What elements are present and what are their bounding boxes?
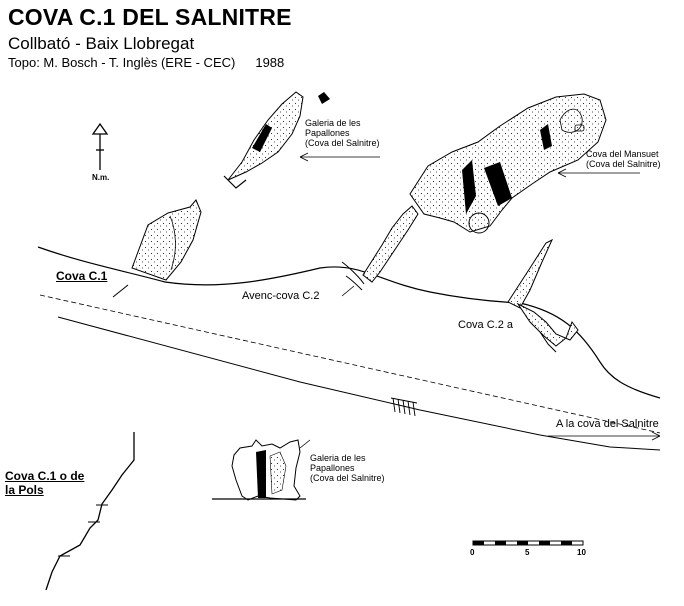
- label-line: Papallones: [305, 128, 350, 138]
- road-edge-upper: [39, 294, 661, 434]
- galeria-section-leader: [299, 439, 311, 449]
- map-title: COVA C.1 DEL SALNITRE: [8, 4, 292, 30]
- cova-mansuet-inner-block: [574, 124, 585, 132]
- label-a-la-cova: A la cova del Salnitre: [556, 418, 659, 430]
- label-cova-c1: Cova C.1: [56, 269, 108, 283]
- label-line: Galeria de les: [305, 118, 361, 128]
- survey-year: 1988: [255, 55, 285, 70]
- label-cova-c1-pols: Cova C.1 o de la Pols: [5, 469, 84, 497]
- cova-mansuet-arrow: [557, 168, 640, 178]
- terrain-line: [37, 246, 661, 399]
- label-line: (Cova del Salnitre): [305, 138, 380, 148]
- galeria-section-inner: [269, 451, 287, 495]
- cova-c2a-shaft: [507, 238, 554, 309]
- label-avenc-cova-c2: Avenc-cova C.2: [242, 290, 320, 302]
- cova-c1-pols-section: [45, 432, 135, 591]
- galeria-papallones-entrance: [223, 175, 247, 189]
- cova-mansuet-dark-1: [462, 160, 476, 214]
- cova-c1-plan: [131, 199, 202, 281]
- road-edge-lower: [57, 316, 661, 451]
- avenc-c2-entrance: [341, 261, 365, 291]
- cova-c1-pols-section-steps: [58, 504, 108, 557]
- cova-mansuet-inner-chamber: [559, 108, 583, 133]
- label-line: Cova del Mansuet: [586, 149, 659, 159]
- label-line: Papallones: [310, 463, 355, 473]
- cova-mansuet-shaft: [468, 212, 490, 234]
- north-arrow-icon: [91, 122, 109, 170]
- cova-mansuet-dark-3: [540, 124, 552, 150]
- avenc-c2-passage: [362, 205, 419, 283]
- label-line: Galeria de les: [310, 453, 366, 463]
- road-bridge-marks: [390, 397, 418, 417]
- label-cova-c2a: Cova C.2 a: [458, 319, 514, 331]
- label-line: (Cova del Salnitre): [586, 159, 661, 169]
- cova-c1-inner-line: [169, 215, 176, 271]
- cova-c1-entrance-mark: [112, 284, 129, 298]
- map-credits: Topo: M. Bosch - T. Inglès (ERE - CEC) 19…: [8, 56, 284, 69]
- cova-c2a-entrance: [539, 331, 557, 353]
- scale-bar: [472, 540, 584, 546]
- topo-credit: Topo: M. Bosch - T. Inglès (ERE - CEC): [8, 55, 236, 70]
- label-line: Cova C.1 o de: [5, 469, 85, 483]
- galeria-section-dark: [256, 450, 266, 498]
- scale-tick-10: 10: [577, 548, 586, 557]
- cova-mansuet-plan: [409, 93, 607, 233]
- avenc-c2-leader: [341, 285, 355, 297]
- cova-mansuet-dark-2: [484, 162, 512, 206]
- galeria-papallones-dark-wall: [252, 124, 272, 152]
- label-line: (Cova del Salnitre): [310, 473, 385, 483]
- scale-tick-0: 0: [470, 548, 475, 557]
- label-galeria-papallones-section: Galeria de les Papallones (Cova del Saln…: [310, 453, 385, 483]
- galeria-top-arrow: [299, 152, 380, 162]
- galeria-papallones-dark-end: [318, 92, 330, 104]
- scale-tick-5: 5: [525, 548, 530, 557]
- label-galeria-papallones-top: Galeria de les Papallones (Cova del Saln…: [305, 118, 380, 148]
- label-cova-mansuet: Cova del Mansuet (Cova del Salnitre): [586, 149, 661, 169]
- a-la-cova-arrow: [548, 431, 661, 441]
- map-location: Collbató - Baix Llobregat: [8, 34, 195, 53]
- label-line: la Pols: [5, 483, 44, 497]
- north-label: N.m.: [92, 173, 110, 182]
